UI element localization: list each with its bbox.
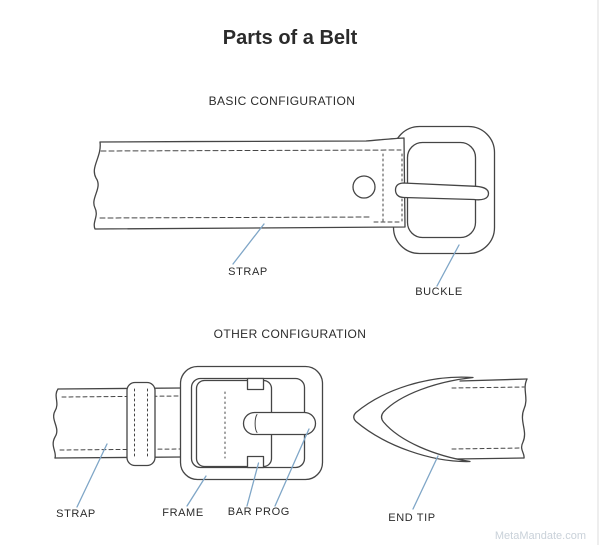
tip-strap-top-edge: [459, 378, 528, 382]
end-tip-assembly: [353, 376, 528, 463]
other-belt: [52, 365, 324, 481]
prong2: [242, 411, 317, 436]
bar-bottom-tab: [246, 455, 265, 469]
strap2-bottom-edge: [54, 456, 183, 459]
part-labels: STRAP BUCKLE STRAP FRAME BAR PROG END TI…: [56, 266, 463, 524]
keeper-loop: [126, 381, 156, 467]
prong2-cap-line: [254, 414, 258, 433]
prong-leader: [274, 428, 310, 507]
tip-strap-bottom-edge: [454, 457, 525, 460]
watermark: MetaMandate.com: [495, 530, 586, 542]
strap-leader-basic: [232, 223, 265, 265]
strap2-top-edge: [57, 387, 183, 390]
strap-label-other: STRAP: [56, 508, 96, 520]
end-tip-label: END TIP: [388, 512, 435, 524]
strap-stitch-bottom: [99, 216, 372, 219]
prong-label: PROG: [255, 506, 290, 518]
tip-strap-cut-edge: [520, 378, 528, 459]
other-configuration-heading: OTHER CONFIGURATION: [214, 327, 367, 341]
strap-stitch-top: [100, 149, 402, 152]
frame-label: FRAME: [162, 507, 204, 519]
tip-stitch-top: [451, 386, 525, 389]
tip-stitch-bottom: [451, 447, 522, 450]
basic-belt: [93, 125, 496, 255]
buckle-prong: [394, 182, 490, 201]
strap2-stitch-bottom: [59, 448, 181, 451]
strap-hole: [352, 175, 376, 199]
leader-lines: [76, 223, 460, 510]
diagram-line-art: [52, 125, 528, 481]
buckle-label: BUCKLE: [415, 286, 463, 298]
strap-body: [93, 137, 406, 230]
headings: Parts of a Belt BASIC CONFIGURATION OTHE…: [209, 27, 367, 341]
page-title: Parts of a Belt: [223, 27, 358, 49]
frame-leader: [186, 475, 207, 507]
bar-top-tab: [246, 377, 265, 391]
basic-configuration-heading: BASIC CONFIGURATION: [209, 94, 356, 108]
end-tip-leader: [412, 455, 439, 510]
strap-label-basic: STRAP: [228, 266, 268, 278]
strap2-cut-edge: [52, 388, 59, 459]
strap2-stitch-top: [61, 395, 181, 398]
bar-leader: [246, 462, 260, 507]
bar-label: BAR: [228, 506, 252, 518]
buckle-leader: [436, 244, 460, 287]
end-tip-shape: [353, 376, 474, 463]
strap-leader-other: [76, 443, 108, 508]
